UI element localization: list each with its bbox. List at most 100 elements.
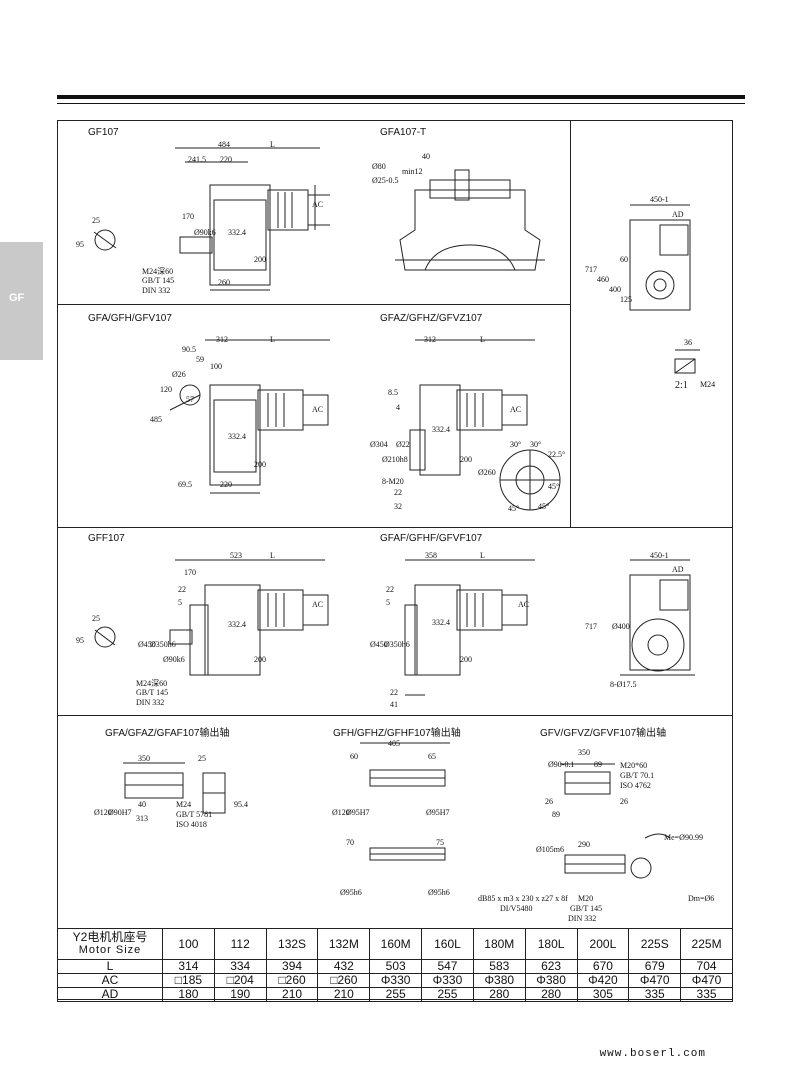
table-cell: 547 [421, 959, 474, 974]
dim: 350 [138, 754, 150, 763]
dim: 45° [548, 482, 560, 491]
dim: 120 [160, 385, 172, 394]
dim: AC [312, 405, 324, 414]
table-cell: Φ380 [472, 973, 526, 988]
dim: Ø90k6 [194, 228, 216, 237]
dim: Ø90H7 [108, 808, 132, 817]
dim: 125 [620, 295, 632, 304]
table-cell: 200L [576, 928, 630, 960]
note-line: GB/T 145 [570, 904, 603, 913]
gfa107t-drawing [395, 160, 545, 290]
gfaf-drawing [385, 555, 545, 705]
grid-line [57, 715, 733, 716]
dim: 26 [545, 797, 553, 806]
table-row-label: L [57, 959, 163, 974]
dim: min12 [402, 167, 423, 176]
dim: 45° [538, 502, 550, 511]
table-row: AD 180 190 210 210 255 255 280 280 305 3… [57, 987, 733, 1002]
table-cell: Φ380 [524, 973, 578, 988]
dim: L [270, 140, 275, 149]
note-line: M24 [176, 800, 192, 809]
dim: 60 [350, 752, 358, 761]
dim: 400 [609, 285, 621, 294]
dim: Dm=Ø6 [688, 894, 715, 903]
dim: 95 [76, 240, 84, 249]
dim: AC [510, 405, 522, 414]
table-cell: 132M [317, 928, 371, 960]
key-detail-drawing [660, 345, 720, 395]
dim: 69.5 [178, 480, 192, 489]
note-line: GB/T 5781 [176, 810, 213, 819]
table-cell: 623 [524, 959, 578, 974]
dim: 485 [150, 415, 162, 424]
table-cell: Φ470 [680, 973, 733, 988]
table-cell: □260 [317, 973, 371, 988]
table-cell: 334 [213, 959, 267, 974]
dim: Ø210h8 [382, 455, 408, 464]
section-title-gfa-gfh-gfv: GFA/GFH/GFV107 [88, 313, 172, 324]
dim: 89 [594, 760, 602, 769]
table-cell: 100 [162, 928, 215, 960]
dim: 70 [346, 838, 354, 847]
dim: Ø95H7 [426, 808, 450, 817]
dim: 60 [620, 255, 628, 264]
dim: L [480, 335, 485, 344]
dim: 45° [508, 504, 520, 513]
dim: 90.5 [182, 345, 196, 354]
dim: Ø90-0.1 [548, 760, 575, 769]
table-cell: 180L [524, 928, 578, 960]
dim: 59 [196, 355, 204, 364]
section-title-gfaf: GFAF/GFHF/GFVF107 [380, 533, 483, 544]
dim: 523 [230, 551, 242, 560]
section-title-gfaz: GFAZ/GFHZ/GFVZ107 [380, 313, 483, 324]
dim: 22 [394, 488, 402, 497]
dim: 312 [424, 335, 436, 344]
dim: 75 [436, 838, 444, 847]
dim: 30° [510, 440, 522, 449]
dim: 170 [182, 212, 194, 221]
dim: 25 [198, 754, 206, 763]
dim: 200 [460, 655, 472, 664]
table-cell: 160M [369, 928, 423, 960]
table-cell: 190 [213, 987, 267, 1002]
dim: 200 [460, 455, 472, 464]
table-cell: 255 [421, 987, 474, 1002]
dim: AC [518, 600, 530, 609]
dim: 41 [390, 700, 398, 709]
table-cell: 180 [162, 987, 215, 1002]
table-row-label: AD [57, 987, 163, 1002]
side-tab: GF [0, 242, 43, 360]
table-cell: 670 [576, 959, 630, 974]
table-cell: 335 [628, 987, 682, 1002]
top-rule-thin [57, 103, 745, 104]
section-title-gfa107t: GFA107-T [380, 127, 427, 138]
dim: 350 [578, 748, 590, 757]
section-title-out3: GFV/GFVZ/GFVF107输出轴 [540, 728, 667, 739]
dim: 25 [92, 216, 100, 225]
dim: Ø350h6 [150, 640, 176, 649]
dim: Ø304 [370, 440, 388, 449]
dim: 8-M20 [382, 477, 404, 486]
table-cell: 210 [317, 987, 371, 1002]
dim: 8.5 [388, 388, 398, 397]
dim: Ø450 [370, 640, 388, 649]
dim: M24 [700, 380, 716, 389]
gfaz-drawing [385, 335, 565, 515]
dim: 220 [220, 480, 232, 489]
note-line: M20 [578, 894, 594, 903]
dim: 450-1 [650, 195, 669, 204]
note-line: ISO 4018 [176, 820, 207, 829]
dim: 450-1 [650, 551, 669, 560]
dim: 260 [218, 278, 230, 287]
gfa-gfh-gfv-drawing [150, 335, 340, 505]
dim: 405 [388, 739, 400, 748]
table-cell: 280 [524, 987, 578, 1002]
dim: 313 [136, 814, 148, 823]
dim: 36 [684, 338, 692, 347]
table-cell: Φ330 [369, 973, 423, 988]
table-header-row: Y2电机机座号 Motor Size 100 112 132S 132M 160… [57, 928, 733, 960]
dim: 290 [578, 840, 590, 849]
table-cell: Φ470 [628, 973, 682, 988]
table-cell: 255 [369, 987, 423, 1002]
section-title-gf107: GF107 [88, 127, 119, 138]
